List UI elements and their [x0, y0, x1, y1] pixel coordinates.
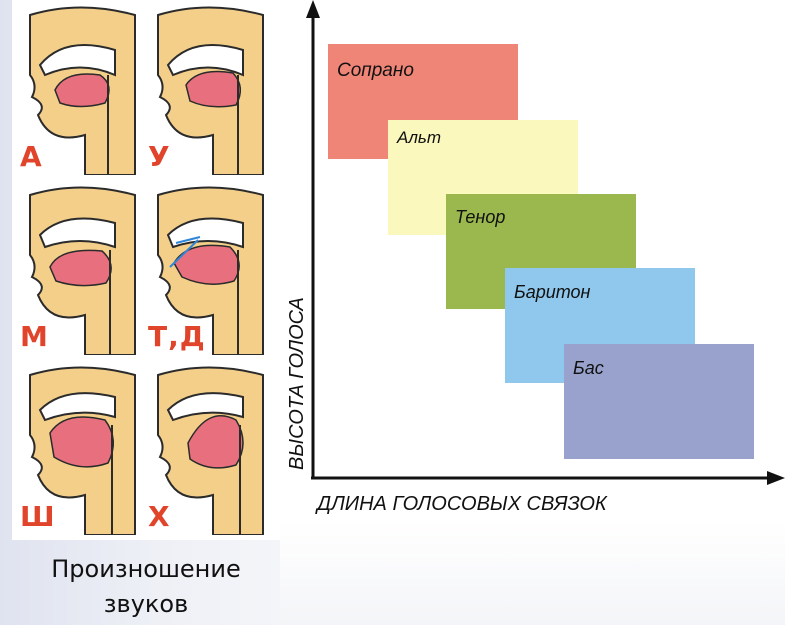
voice-range-chart: Сопрано Альт Тенор Баритон Бас ВЫСОТА ГО… [285, 0, 785, 520]
x-axis-arrow-icon [767, 471, 785, 485]
sound-cell-sh: Ш [20, 365, 140, 535]
x-axis-label: ДЛИНА ГОЛОСОВЫХ СВЯЗОК [315, 493, 608, 515]
voice-label-bass: Бас [573, 358, 604, 378]
sound-letter-t-d: Т,Д [148, 320, 206, 353]
sound-letter-m: М [20, 320, 49, 353]
voice-label-tenor: Тенор [455, 207, 505, 227]
voice-label-soprano: Сопрано [337, 60, 414, 81]
sound-cell-u: У [148, 5, 268, 175]
y-axis-arrow-icon [306, 0, 320, 18]
sound-cell-m: М [20, 185, 140, 355]
y-axis-label: ВЫСОТА ГОЛОСА [286, 297, 308, 470]
voice-label-baritone: Баритон [514, 282, 591, 302]
sound-cell-kh: Х [148, 365, 268, 535]
sound-cell-a: А [20, 5, 140, 175]
sound-letter-u: У [148, 140, 171, 173]
voice-label-alto: Альт [396, 128, 441, 147]
articulation-caption: Произношение звуков [12, 552, 280, 622]
sound-cell-t-d: Т,Д [148, 185, 268, 355]
sound-letter-kh: Х [148, 500, 171, 533]
background-bottom-area [280, 520, 785, 625]
sound-letter-sh: Ш [20, 500, 56, 533]
caption-line-1: Произношение [12, 552, 280, 587]
caption-line-2: звуков [12, 587, 280, 622]
sound-letter-a: А [20, 140, 43, 173]
